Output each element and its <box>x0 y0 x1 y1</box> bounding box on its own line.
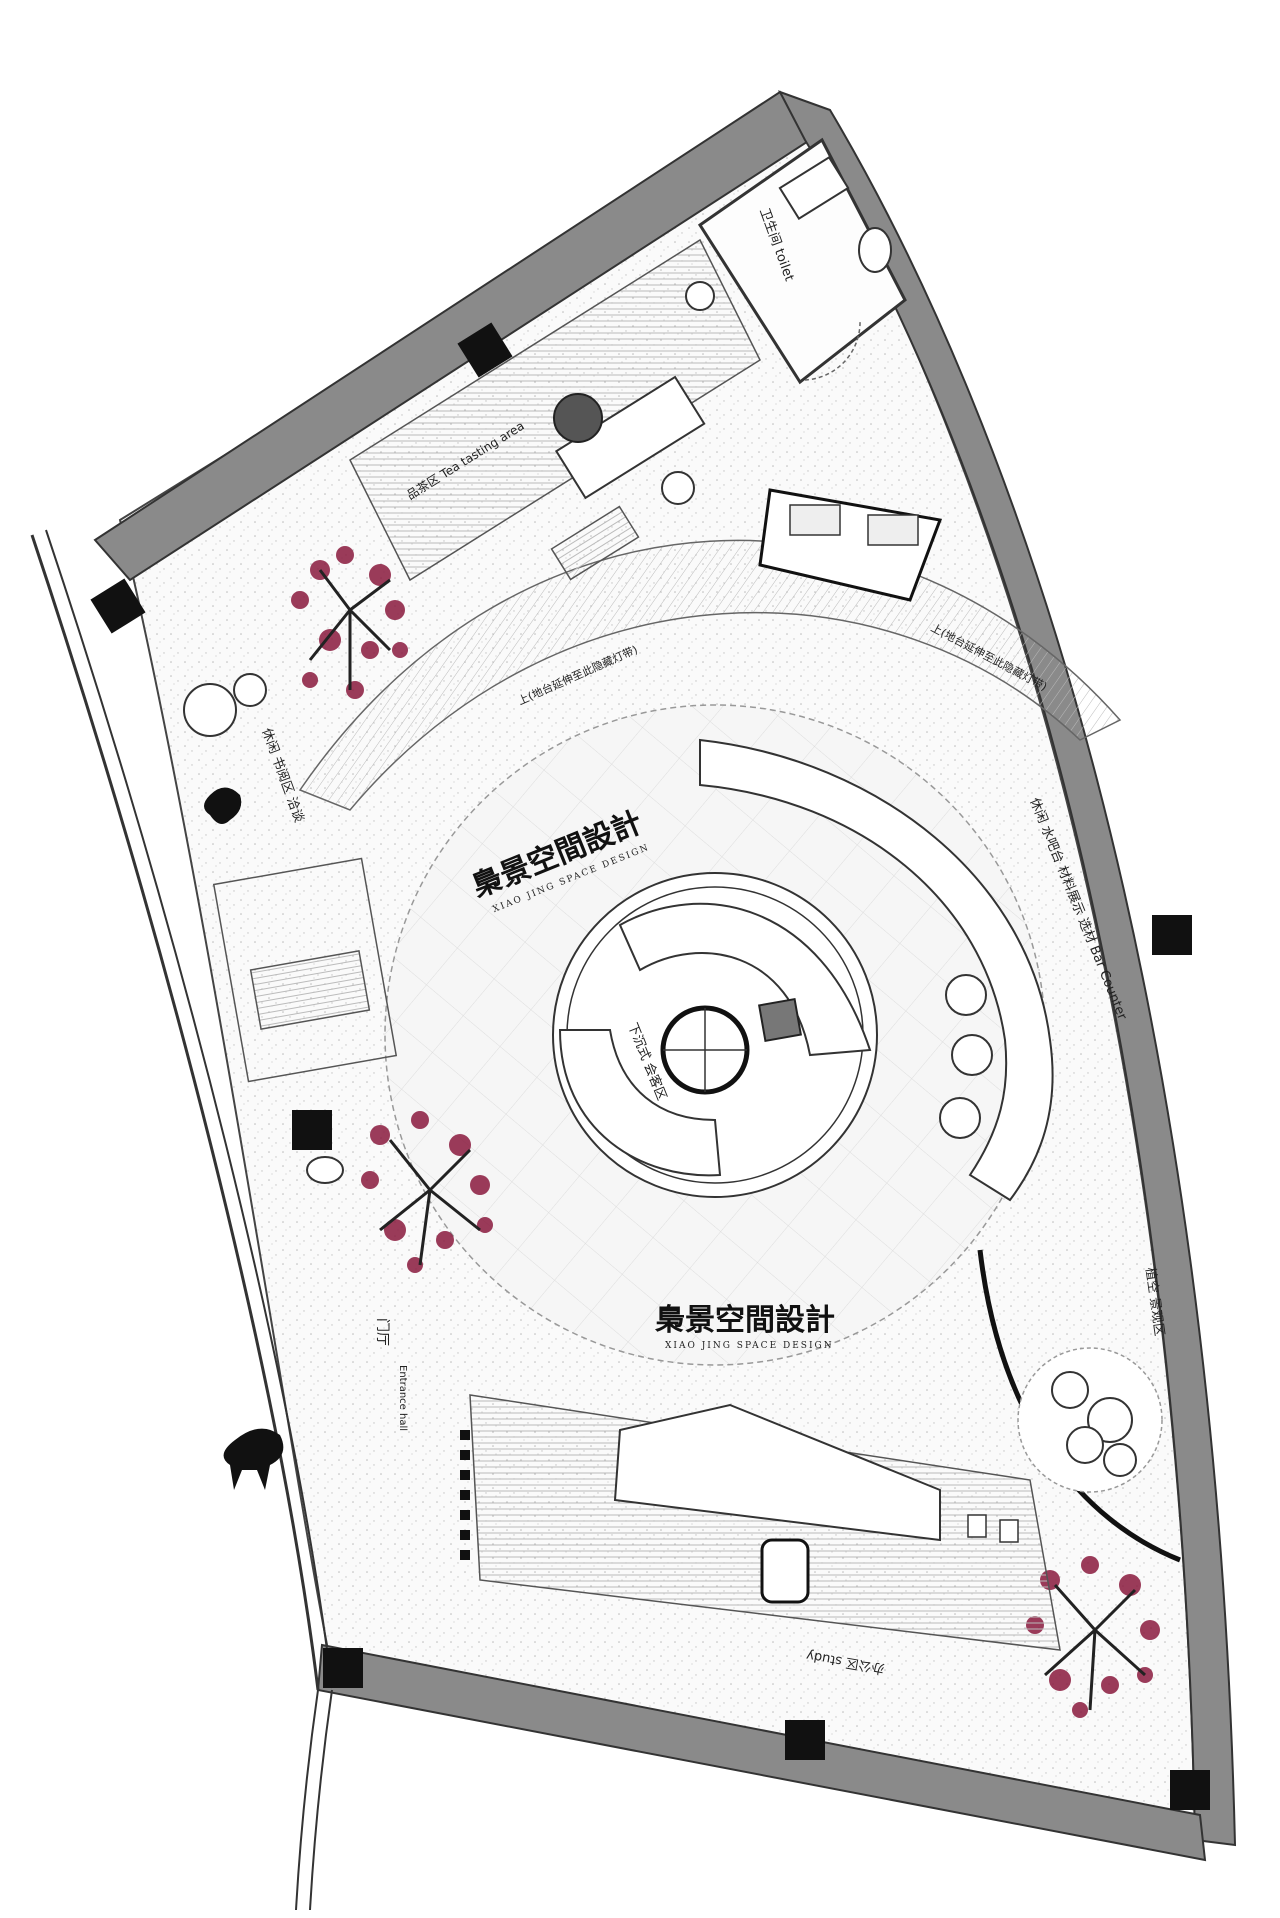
chair-icon <box>183 683 237 737</box>
entrance-label: 门厅 <box>374 1318 390 1346</box>
brand-name: 梟景空間設計 <box>654 1303 835 1338</box>
column <box>1170 1770 1210 1810</box>
stool-icon <box>233 673 267 707</box>
entrance-path-inner <box>309 1689 333 1911</box>
bar-stool-icon <box>945 974 987 1016</box>
entrance-label-en: Entrance hall <box>397 1365 408 1431</box>
black-block <box>292 1110 332 1150</box>
tree-mid-left <box>361 1111 493 1273</box>
toilet-room: 卫生间 toilet <box>697 137 907 385</box>
brand-watermark-bottom: 梟景空間設計 XIAO JING SPACE DESIGN <box>654 1303 835 1351</box>
office-chair-icon <box>760 1538 810 1604</box>
brand-subtitle: XIAO JING SPACE DESIGN <box>665 1341 834 1351</box>
dog-icon <box>223 1428 284 1490</box>
reading-niche <box>212 857 398 1184</box>
left-glass-facade <box>30 534 320 1691</box>
bottom-wall <box>316 1643 1207 1862</box>
monitor <box>967 1514 987 1538</box>
dog-icon <box>204 787 242 824</box>
stool-icon <box>685 281 715 311</box>
left-glass-facade-inner <box>45 529 333 1689</box>
side-table <box>757 997 803 1043</box>
column <box>785 1720 825 1760</box>
tea-mat <box>550 505 640 581</box>
monitor <box>999 1519 1019 1543</box>
stool-icon <box>661 471 695 505</box>
tea-table <box>554 375 706 500</box>
column <box>323 1648 363 1688</box>
washbasin-counter <box>758 488 943 602</box>
ramp-band <box>298 539 1122 811</box>
column <box>1152 915 1192 955</box>
column <box>90 578 146 634</box>
chair-icon <box>553 393 603 443</box>
column <box>457 322 513 378</box>
bar-stool-icon <box>951 1034 993 1076</box>
bar-stool-icon <box>939 1097 981 1139</box>
tree-top-left <box>291 546 408 699</box>
right-curved-wall <box>777 90 1237 1847</box>
landscape-area: 植空 景观区 <box>977 1249 1181 1563</box>
study-area: 办公区 study <box>469 1394 1061 1676</box>
entrance-hall: 门厅 Entrance hall <box>223 1318 470 1560</box>
entrance-path <box>295 1689 319 1911</box>
tea-tasting-area: 品茶区 Tea tasting area <box>349 238 761 582</box>
desk <box>613 1403 941 1542</box>
sunken-meeting-area: 下沉式 会客区 <box>552 872 878 1198</box>
